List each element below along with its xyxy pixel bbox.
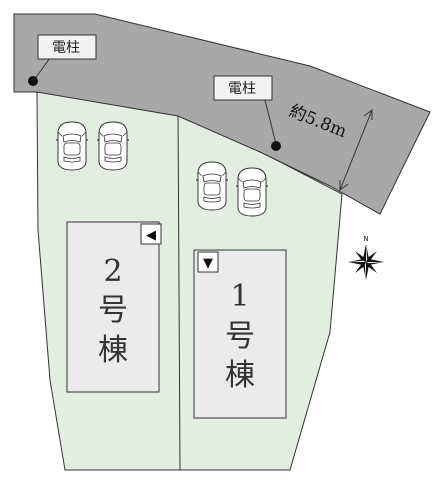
building-1: ▼ 1 号 棟 bbox=[193, 249, 287, 419]
building-footprint bbox=[66, 221, 160, 393]
road bbox=[13, 13, 431, 215]
entrance-arrow-icon: ◀ bbox=[146, 228, 156, 243]
building-number: 1 bbox=[230, 279, 249, 314]
compass-north-label: N bbox=[363, 235, 368, 243]
building-label-go: 号 bbox=[98, 293, 128, 328]
car-icon bbox=[195, 161, 229, 211]
building-label-go: 号 bbox=[225, 319, 255, 354]
utility-pole-label: 電柱 bbox=[52, 40, 80, 56]
utility-pole-label: 電柱 bbox=[228, 81, 256, 97]
building-footprint bbox=[193, 249, 287, 419]
building-number: 2 bbox=[103, 254, 122, 289]
entrance-box bbox=[197, 251, 219, 273]
entrance-box bbox=[140, 223, 162, 245]
utility-pole-marker bbox=[271, 141, 281, 151]
utility-pole-label-box bbox=[37, 34, 97, 60]
car-icon bbox=[235, 167, 269, 217]
building-label-tou: 棟 bbox=[225, 358, 255, 393]
utility-pole-1: 電柱 bbox=[28, 34, 97, 86]
lot-divider bbox=[177, 107, 181, 471]
utility-pole-label-box bbox=[213, 75, 273, 101]
building-label-tou: 棟 bbox=[98, 333, 128, 368]
car-icon bbox=[55, 121, 89, 171]
entrance-arrow-icon: ▼ bbox=[203, 256, 213, 271]
building-2: ◀ 2 号 棟 bbox=[66, 221, 162, 393]
compass-rose-icon: N bbox=[348, 235, 384, 280]
utility-pole-marker bbox=[28, 76, 38, 86]
utility-pole-2: 電柱 bbox=[213, 75, 281, 151]
car-icon bbox=[96, 121, 130, 171]
